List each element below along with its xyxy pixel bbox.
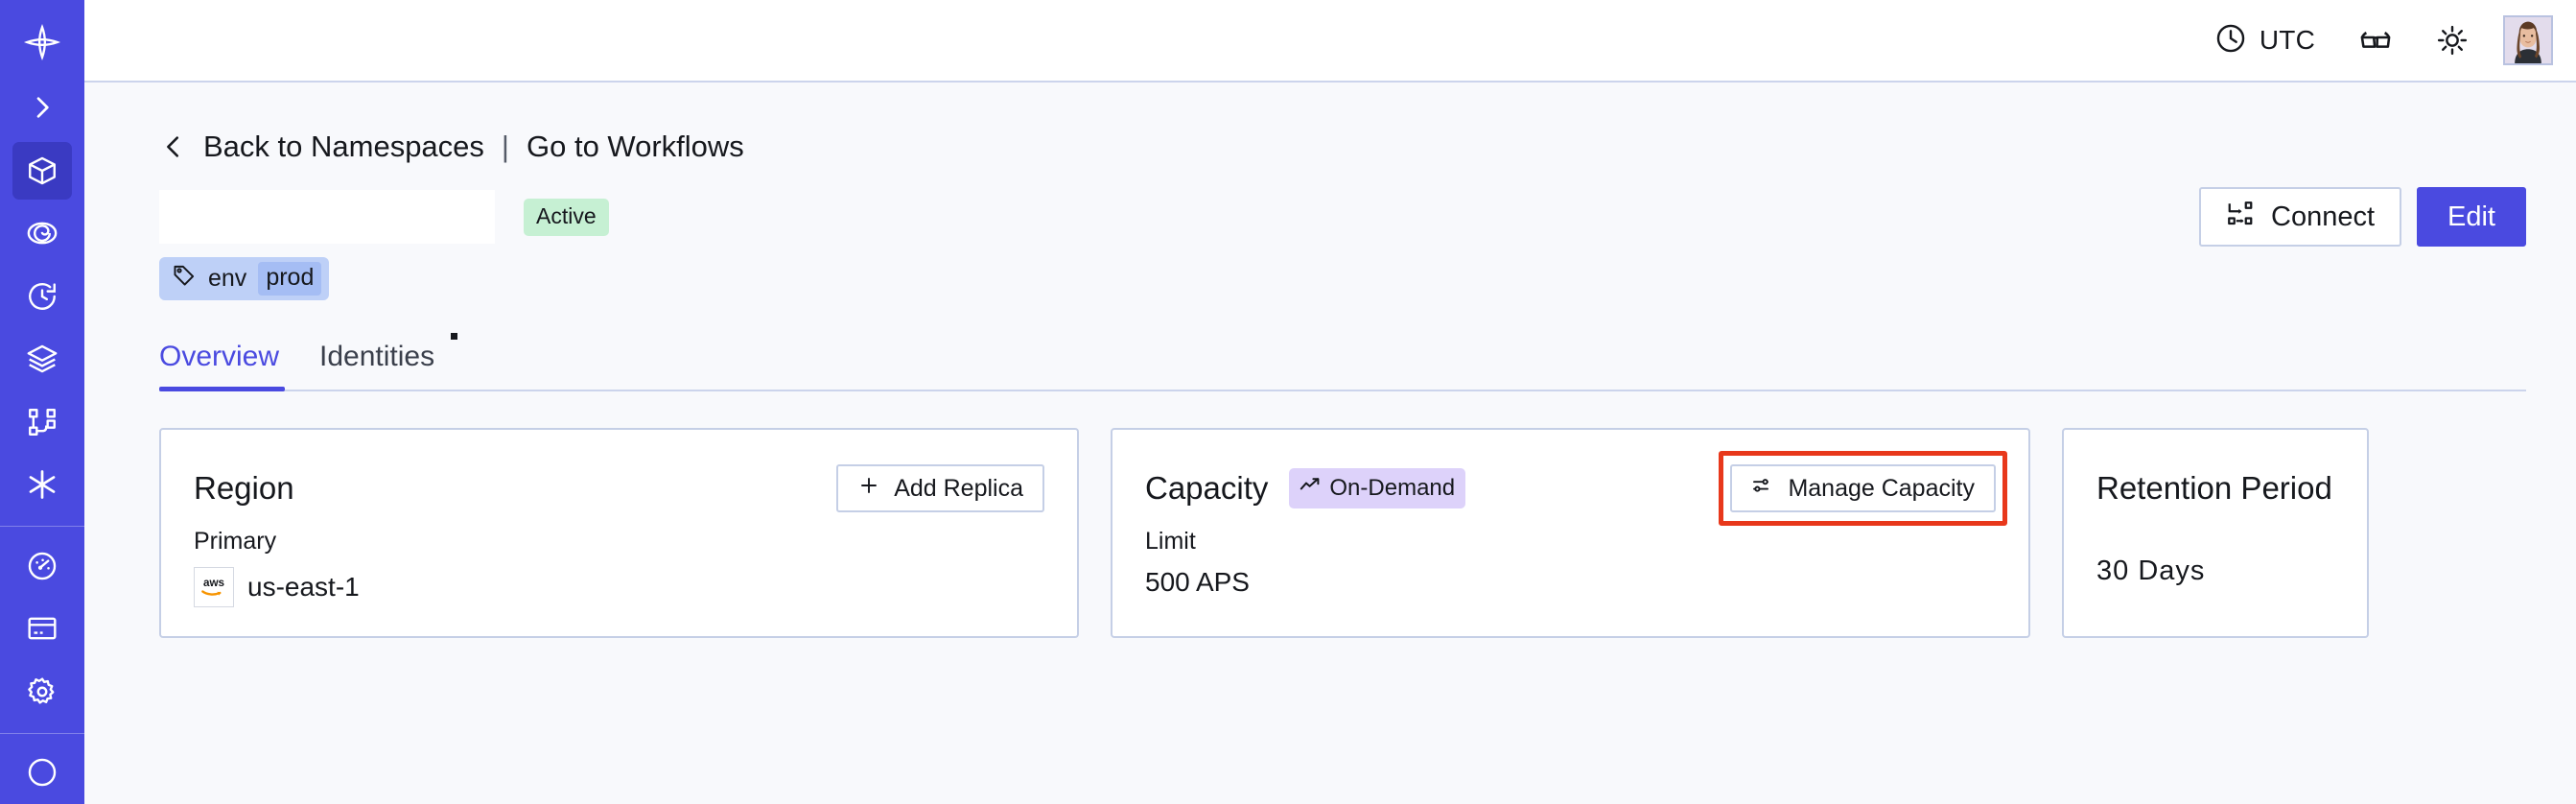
sidebar-item-integrations[interactable] [12, 457, 72, 514]
breadcrumb-divider: | [501, 130, 509, 163]
sidebar-expand-toggle[interactable] [12, 80, 72, 137]
capacity-mode-label: On-Demand [1329, 474, 1456, 501]
edit-button[interactable]: Edit [2417, 187, 2526, 247]
reading-glasses-icon[interactable] [2350, 14, 2401, 66]
region-value-row: aws us-east-1 [194, 567, 1044, 607]
add-replica-label: Add Replica [894, 474, 1023, 502]
tab-bar: Overview Identities [159, 341, 2526, 391]
tab-identities[interactable]: Identities [319, 341, 435, 372]
retention-card-header: Retention Period [2096, 459, 2334, 518]
connect-button-label: Connect [2271, 201, 2376, 232]
region-card-action: Add Replica [836, 464, 1044, 512]
sidebar-item-namespaces[interactable] [12, 142, 72, 200]
region-card-title: Region [194, 470, 294, 506]
svg-text:aws: aws [203, 577, 225, 589]
sidebar-divider-top [0, 526, 84, 527]
sidebar-item-billing[interactable] [12, 601, 72, 658]
page-content: Back to Namespaces | Go to Workflows Act… [84, 83, 2576, 804]
sidebar-item-usage[interactable] [12, 537, 72, 595]
manage-capacity-button[interactable]: Manage Capacity [1730, 464, 1996, 512]
sun-icon[interactable] [2426, 14, 2478, 66]
plus-icon [857, 474, 880, 504]
trend-up-icon [1299, 473, 1322, 503]
add-replica-button[interactable]: Add Replica [836, 464, 1044, 512]
breadcrumb-workflows-link[interactable]: Go to Workflows [526, 130, 744, 163]
retention-card: Retention Period 30 Days [2062, 428, 2369, 638]
sidebar-item-observability[interactable] [12, 205, 72, 263]
chevron-left-icon[interactable] [159, 132, 188, 161]
capacity-card-header: Capacity On-Demand [1145, 451, 2007, 526]
sidebar-item-help[interactable] [12, 745, 72, 802]
tag-key: env [208, 265, 247, 292]
capacity-sub-label: Limit [1145, 528, 1196, 555]
header-actions: Connect Edit [2199, 187, 2526, 247]
sidebar-item-workflows[interactable] [12, 393, 72, 451]
capacity-card: Capacity On-Demand [1111, 428, 2030, 638]
temporal-logo-icon[interactable] [12, 13, 72, 71]
tag-chip-env[interactable]: env prod [159, 257, 330, 300]
manage-capacity-label: Manage Capacity [1788, 474, 1975, 502]
status-badge: Active [524, 198, 609, 236]
main-column: UTC [84, 0, 2576, 804]
region-sub-label: Primary [194, 528, 277, 555]
user-avatar[interactable] [2503, 15, 2553, 65]
connect-flow-icon [2226, 199, 2255, 235]
region-card: Region Add Replica [159, 428, 1079, 638]
breadcrumb-back-link[interactable]: Back to Namespaces [203, 130, 484, 163]
capacity-card-action: Manage Capacity [1719, 451, 2007, 526]
region-value: us-east-1 [247, 572, 360, 602]
namespace-header: Active [159, 187, 2526, 247]
connect-button[interactable]: Connect [2199, 187, 2402, 247]
sidebar-divider-bottom [0, 732, 84, 734]
capacity-value: 500 APS [1145, 567, 1250, 597]
namespace-tags: env prod [159, 257, 2526, 300]
title-artifact [451, 333, 457, 340]
clock-icon [2214, 22, 2247, 59]
region-card-header: Region Add Replica [194, 459, 1044, 518]
tag-value: prod [258, 262, 322, 296]
capacity-mode-badge: On-Demand [1289, 468, 1466, 508]
sidebar-item-settings[interactable] [12, 663, 72, 721]
retention-card-title: Retention Period [2096, 470, 2332, 506]
sidebar-item-history[interactable] [12, 268, 72, 325]
sliders-icon [1751, 474, 1774, 504]
top-bar: UTC [84, 0, 2576, 83]
tag-icon [172, 263, 197, 295]
retention-value: 30 Days [2096, 556, 2206, 586]
breadcrumb: Back to Namespaces | Go to Workflows [159, 130, 2526, 164]
sidebar-item-layers[interactable] [12, 331, 72, 389]
timezone-label: UTC [2259, 25, 2315, 55]
timezone-selector[interactable]: UTC [2214, 22, 2315, 59]
tab-overview[interactable]: Overview [159, 341, 306, 391]
capacity-card-title: Capacity [1145, 470, 1269, 506]
page-title [159, 190, 495, 244]
aws-logo: aws [194, 567, 234, 607]
left-sidebar [0, 0, 84, 804]
edit-button-label: Edit [2447, 201, 2495, 232]
overview-cards: Region Add Replica [159, 428, 2526, 638]
